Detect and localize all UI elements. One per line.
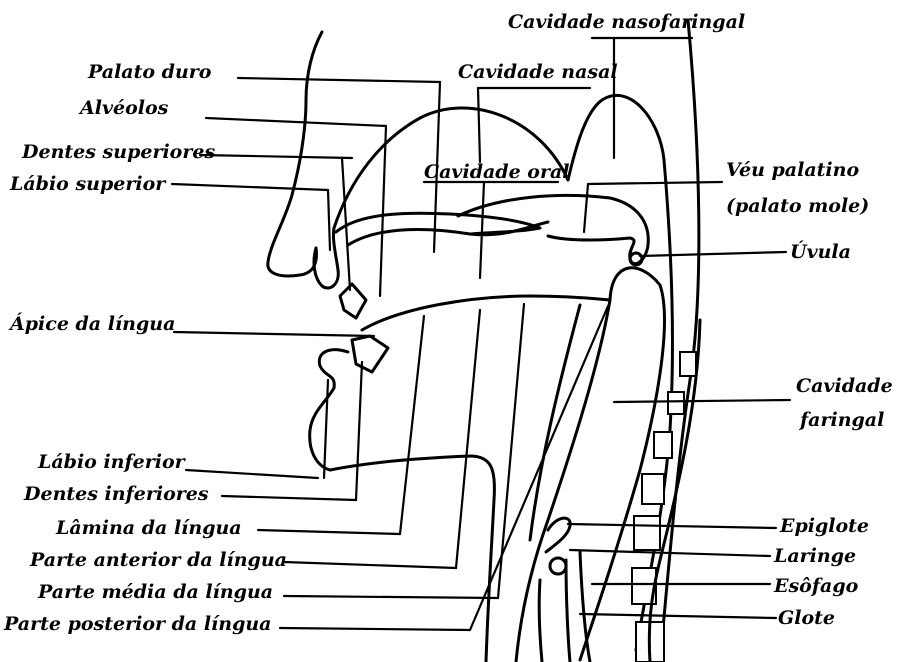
trachea-line-1 — [539, 580, 542, 662]
label-esofago: Esôfago — [773, 575, 859, 597]
face-profile-upper — [268, 32, 322, 276]
soft-palate-outline — [458, 195, 648, 263]
label-cavidade-oral: Cavidade oral — [424, 161, 570, 183]
label-cavidade-faringal-line1: Cavidade — [796, 375, 893, 397]
label-parte-posterior: Parte posterior da língua — [3, 613, 272, 635]
anatomy-drawing — [268, 20, 699, 662]
epiglottis-outline — [546, 518, 570, 552]
labels: Cavidade nasofaringal Palato duro Cavida… — [3, 11, 893, 635]
vertebra — [654, 432, 672, 458]
label-glote: Glote — [778, 607, 835, 629]
label-cavidade-nasal: Cavidade nasal — [458, 61, 618, 83]
vertebra — [642, 474, 664, 504]
label-alveolos: Alvéolos — [78, 97, 169, 119]
trachea-line-2 — [566, 560, 570, 662]
pharynx-inner-wall — [660, 20, 699, 662]
label-parte-media: Parte média da língua — [37, 581, 273, 603]
tongue-outline — [362, 296, 610, 662]
label-dentes-superiores: Dentes superiores — [21, 141, 215, 163]
label-veu-palatino: Véu palatino — [726, 159, 859, 181]
label-uvula: Úvula — [790, 240, 851, 263]
label-laringe: Laringe — [773, 545, 856, 567]
upper-teeth-outline — [340, 284, 366, 318]
label-cavidade-faringal-line2: faringal — [798, 409, 884, 431]
vertebra — [668, 392, 684, 414]
lower-teeth-outline — [352, 336, 388, 372]
lower-lip-outline — [310, 350, 348, 470]
label-apice-lingua: Ápice da língua — [8, 312, 175, 335]
label-palato-mole: (palato mole) — [726, 195, 869, 217]
tongue-root — [530, 305, 580, 540]
label-cavidade-nasofaringal: Cavidade nasofaringal — [508, 11, 745, 33]
label-labio-superior: Lábio superior — [9, 173, 167, 195]
label-dentes-inferiores: Dentes inferiores — [23, 483, 209, 505]
larynx-circle — [550, 558, 566, 574]
label-labio-inferior: Lábio inferior — [37, 451, 187, 473]
label-epiglote: Epiglote — [779, 515, 869, 537]
label-lamina-lingua: Lâmina da língua — [55, 517, 242, 539]
hard-palate-lower — [348, 222, 548, 245]
jaw-outline — [330, 456, 494, 662]
label-palato-duro: Palato duro — [87, 61, 212, 83]
vertebra — [680, 352, 696, 376]
label-parte-anterior: Parte anterior da língua — [29, 549, 287, 571]
vertebra — [634, 516, 660, 550]
